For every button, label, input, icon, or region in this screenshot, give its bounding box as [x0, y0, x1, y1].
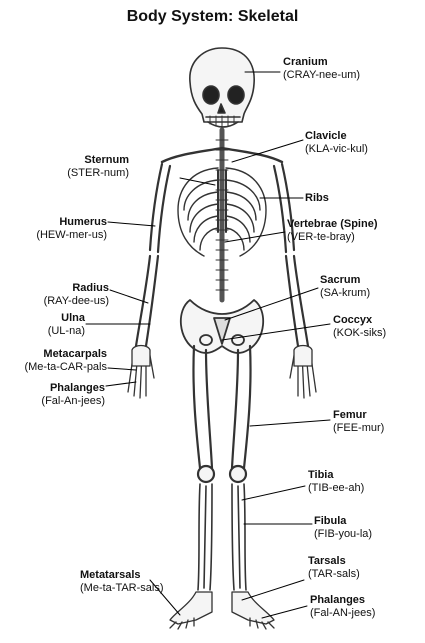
label-tarsals-pronunciation: (TAR-sals)	[308, 568, 360, 580]
label-vertebrae-name: Vertebrae (Spine)	[287, 218, 378, 230]
label-vertebrae: Vertebrae (Spine) (VER-te-bray)	[287, 218, 377, 244]
label-tibia-name: Tibia	[308, 469, 334, 481]
label-phalanges-foot-name: Phalanges	[310, 594, 366, 606]
arms-drawing	[134, 162, 310, 348]
label-coccyx-name: Coccyx	[333, 314, 373, 326]
label-radius-name: Radius	[72, 282, 109, 294]
label-femur: Femur (FEE-mur)	[333, 409, 384, 435]
label-sacrum-name: Sacrum	[320, 274, 361, 286]
label-phalanges-foot: Phalanges (Fal-AN-jees)	[310, 594, 375, 620]
label-ulna-pronunciation: (UL-na)	[47, 325, 85, 337]
label-sternum: Sternum (STER-num)	[67, 154, 129, 180]
label-sacrum-pronunciation: (SA-krum)	[320, 287, 371, 299]
label-cranium-name: Cranium	[283, 56, 328, 68]
label-vertebrae-pronunciation: (VER-te-bray)	[287, 231, 355, 243]
label-metacarpals-pronunciation: (Me-ta-CAR-pals	[24, 361, 107, 373]
label-clavicle: Clavicle (KLA-vic-kul)	[305, 130, 368, 156]
label-tibia-pronunciation: (TIB-ee-ah)	[308, 482, 365, 494]
label-cranium: Cranium (CRAY-nee-um)	[283, 56, 360, 82]
label-fibula: Fibula (FIB-you-la)	[314, 515, 372, 541]
label-pointer-lines	[85, 71, 331, 619]
label-fibula-name: Fibula	[314, 515, 347, 527]
pelvis-drawing	[179, 299, 265, 354]
label-phalanges-hand-pronunciation: (Fal-An-jees)	[41, 395, 105, 407]
label-tarsals-name: Tarsals	[308, 555, 346, 567]
skull-drawing	[189, 47, 255, 128]
label-coccyx-pronunciation: (KOK-siks)	[333, 327, 387, 339]
label-sternum-pronunciation: (STER-num)	[67, 167, 129, 179]
feet-drawing	[169, 591, 275, 630]
label-coccyx: Coccyx (KOK-siks)	[333, 314, 386, 340]
label-tibia: Tibia (TIB-ee-ah)	[308, 469, 364, 495]
label-radius: Radius (RAY-dee-us)	[44, 282, 109, 308]
label-phalanges-hand-name: Phalanges	[49, 382, 105, 394]
hands-drawing	[127, 344, 317, 399]
label-ulna: Ulna (UL-na)	[48, 312, 85, 338]
label-metatarsals-name: Metatarsals	[80, 569, 141, 581]
label-sacrum: Sacrum (SA-krum)	[320, 274, 370, 300]
label-metacarpals-name: Metacarpals	[43, 348, 107, 360]
label-femur-name: Femur	[333, 409, 367, 421]
legs-drawing	[192, 344, 252, 591]
label-ribs-name: Ribs	[305, 192, 329, 204]
label-humerus-name: Humerus	[59, 216, 107, 228]
label-ribs: Ribs	[305, 192, 329, 205]
label-clavicle-pronunciation: (KLA-vic-kul)	[305, 143, 368, 155]
label-tarsals: Tarsals (TAR-sals)	[308, 555, 360, 581]
label-ulna-name: Ulna	[61, 312, 85, 324]
spine-drawing	[215, 127, 229, 303]
label-humerus: Humerus (HEW-mer-us)	[36, 216, 107, 242]
label-phalanges-foot-pronunciation: (Fal-AN-jees)	[310, 607, 376, 619]
label-phalanges-hand: Phalanges (Fal-An-jees)	[41, 382, 105, 408]
label-metacarpals: Metacarpals (Me-ta-CAR-pals	[24, 348, 107, 374]
label-radius-pronunciation: (RAY-dee-us)	[43, 295, 109, 307]
label-cranium-pronunciation: (CRAY-nee-um)	[283, 69, 361, 81]
ribcage-drawing	[177, 167, 267, 257]
label-humerus-pronunciation: (HEW-mer-us)	[36, 229, 107, 241]
label-clavicle-name: Clavicle	[305, 130, 347, 142]
label-metatarsals-pronunciation: (Me-ta-TAR-sals)	[80, 582, 164, 594]
label-femur-pronunciation: (FEE-mur)	[333, 422, 385, 434]
label-sternum-name: Sternum	[84, 154, 129, 166]
label-metatarsals: Metatarsals (Me-ta-TAR-sals)	[80, 569, 164, 595]
page-title: Body System: Skeletal	[126, 8, 299, 25]
label-fibula-pronunciation: (FIB-you-la)	[314, 528, 373, 540]
